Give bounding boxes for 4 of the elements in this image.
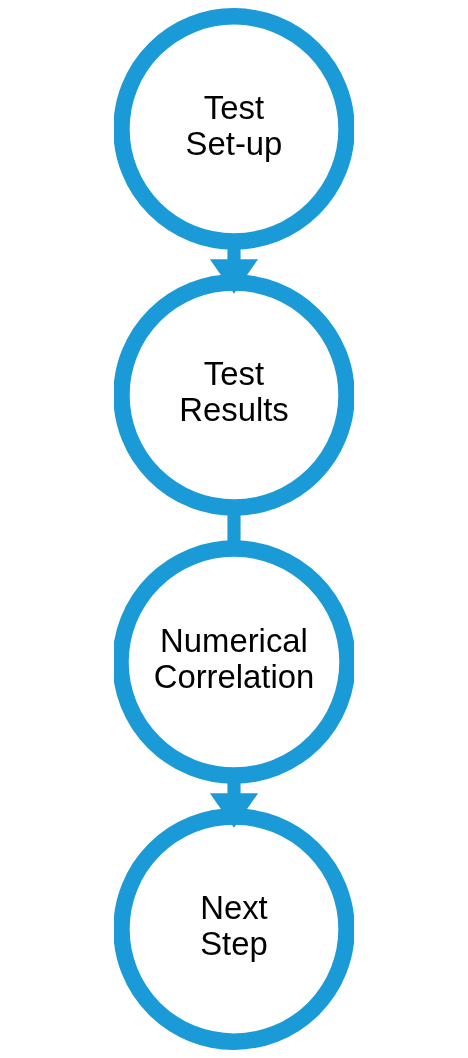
node-circle: Next Step — [114, 808, 354, 1050]
node-circle: Test Results — [114, 274, 354, 516]
node-circle: Test Set-up — [114, 8, 354, 250]
node-circle: Numerical Correlation — [114, 540, 354, 784]
